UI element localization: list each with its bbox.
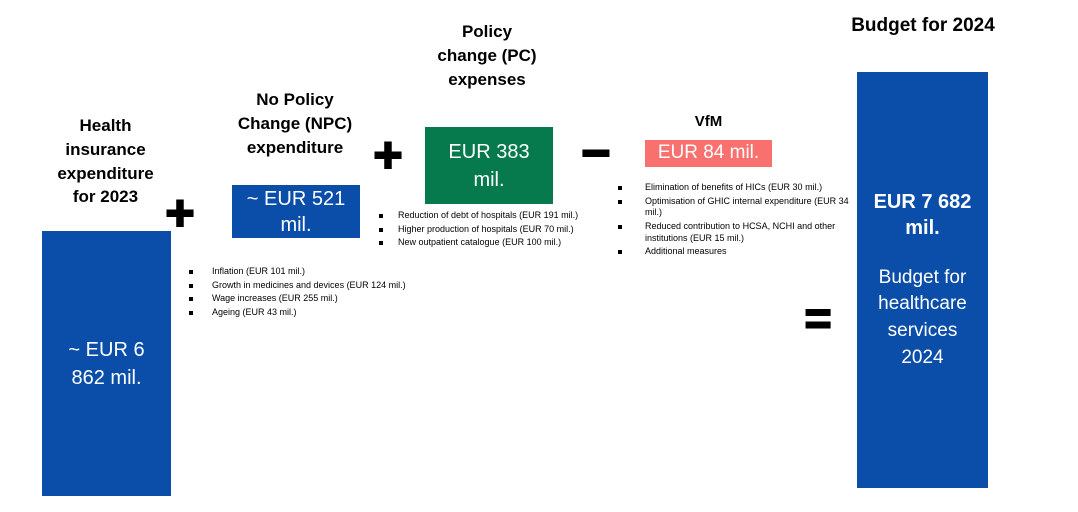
pc-bullet-list: Reduction of debt of hospitals (EUR 191 … xyxy=(376,210,594,251)
bullet-item: Ageing (EUR 43 mil.) xyxy=(186,307,426,319)
npc-bullet-list: Inflation (EUR 101 mil.) Growth in medic… xyxy=(186,266,426,321)
heading-budget-for-2024: Budget for 2024 xyxy=(851,15,995,36)
minus-operator: − xyxy=(580,124,611,182)
heading-vfm: VfM xyxy=(694,113,723,130)
bar-value-label: EUR 84 mil. xyxy=(657,142,760,164)
bullet-item: Optimisation of GHIC internal expenditur… xyxy=(612,196,855,219)
bullet-item: Higher production of hospitals (EUR 70 m… xyxy=(376,224,594,236)
bullet-item: Additional measures xyxy=(612,246,855,258)
bullet-item: Reduced contribution to HCSA, NCHI and o… xyxy=(612,221,855,244)
bullet-item: New outpatient catalogue (EUR 100 mil.) xyxy=(376,237,594,249)
bar-vfm: EUR 84 mil. xyxy=(645,140,772,167)
bullet-item: Wage increases (EUR 255 mil.) xyxy=(186,293,426,305)
plus-operator-2: + xyxy=(372,126,403,184)
bullet-item: Growth in medicines and devices (EUR 124… xyxy=(186,280,426,292)
bullet-item: Elimination of benefits of HICs (EUR 30 … xyxy=(612,182,855,194)
bullet-item: Reduction of debt of hospitals (EUR 191 … xyxy=(376,210,594,222)
equals-operator: = xyxy=(804,291,833,345)
vfm-bullet-list: Elimination of benefits of HICs (EUR 30 … xyxy=(612,182,855,260)
plus-operator-1: + xyxy=(164,184,195,242)
bullet-item: Inflation (EUR 101 mil.) xyxy=(186,266,426,278)
